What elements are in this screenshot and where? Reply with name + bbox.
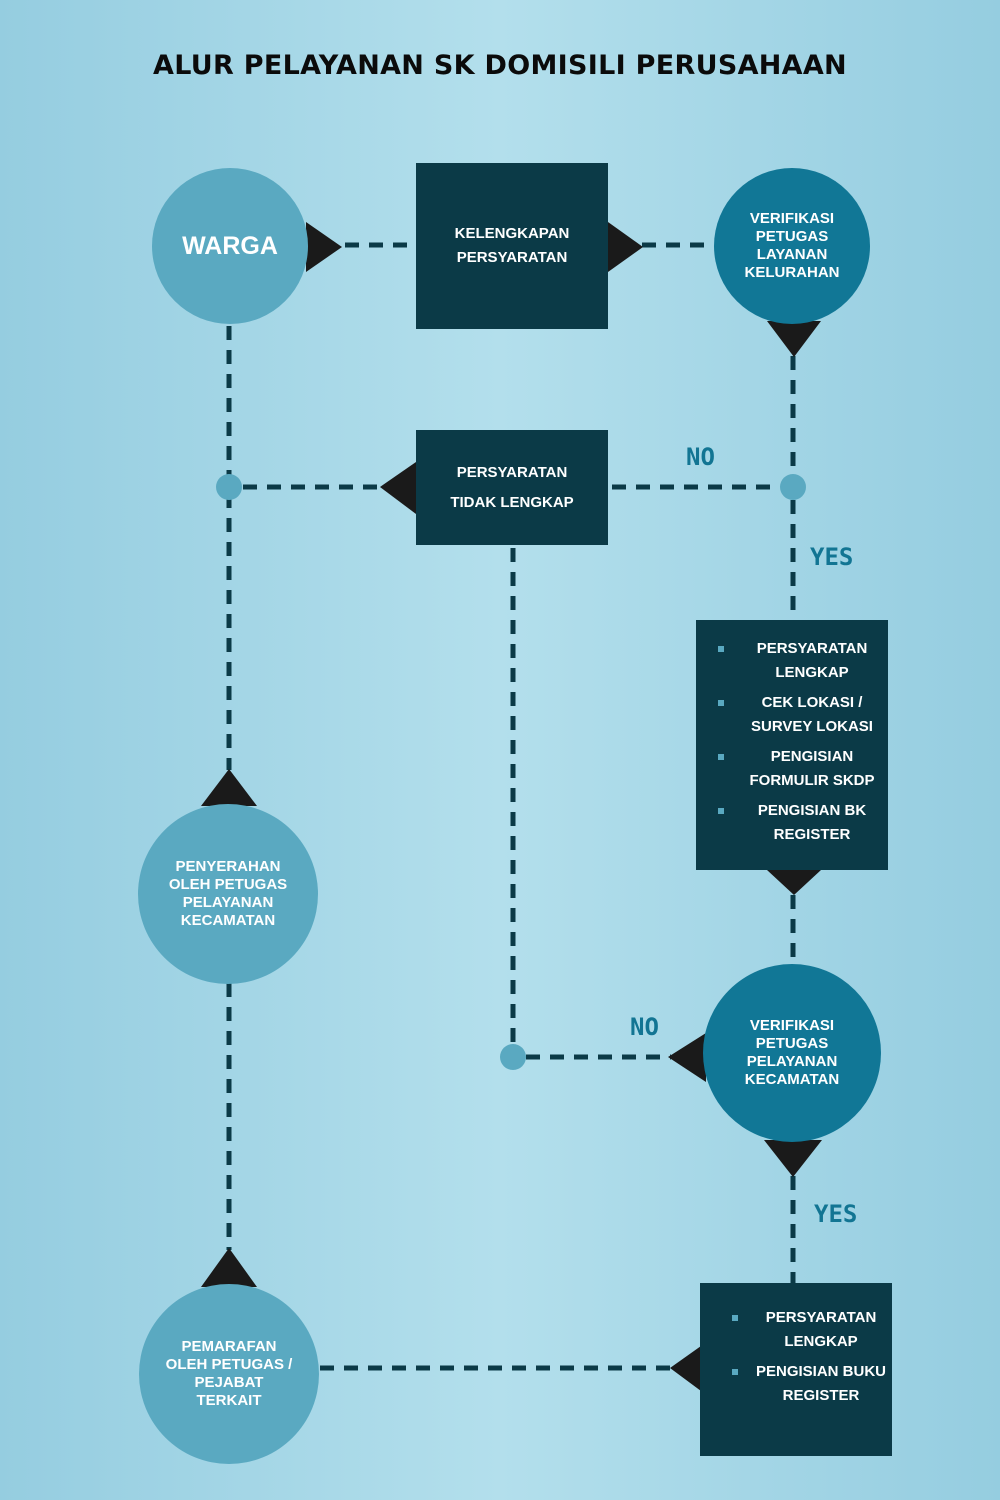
checklist-1-item: PENGISIAN FORMULIR SKDP [696, 745, 886, 793]
warga-node: WARGA [152, 168, 308, 324]
verifikasi-kecamatan-node: VERIFIKASI PETUGAS PELAYANAN KECAMATAN [703, 964, 881, 1142]
penyerahan-node: PENYERAHAN OLEH PETUGAS PELAYANAN KECAMA… [138, 804, 318, 984]
persyaratan-tidak-lengkap-box: PERSYARATAN TIDAK LENGKAP [416, 430, 608, 545]
warga-label: WARGA [182, 231, 278, 260]
junction-dot-1 [216, 474, 242, 500]
checklist-2-item: PENGISIAN BUKU REGISTER [710, 1360, 890, 1408]
pemarafan-node: PEMARAFAN OLEH PETUGAS / PEJABAT TERKAIT [139, 1284, 319, 1464]
kelengkapan-persyaratan-label: KELENGKAPAN PERSYARATAN [454, 225, 570, 266]
checklist-1: PERSYARATAN LENGKAP CEK LOKASI / SURVEY … [696, 637, 886, 853]
label-yes-2: YES [814, 1200, 858, 1228]
checklist-2-box: PERSYARATAN LENGKAP PENGISIAN BUKU REGIS… [700, 1283, 892, 1456]
junction-dot-2 [780, 474, 806, 500]
checklist-1-item: PERSYARATAN LENGKAP [696, 637, 886, 685]
checklist-1-item: PENGISIAN BK REGISTER [696, 799, 886, 847]
verifikasi-kecamatan-label: VERIFIKASI PETUGAS PELAYANAN KECAMATAN [744, 1017, 840, 1088]
arrow-left-3 [670, 1346, 701, 1391]
label-no-2: NO [630, 1013, 659, 1041]
checklist-2: PERSYARATAN LENGKAP PENGISIAN BUKU REGIS… [710, 1306, 890, 1414]
label-no-1: NO [686, 443, 715, 471]
arrow-down-3 [764, 1140, 822, 1177]
checklist-1-item: CEK LOKASI / SURVEY LOKASI [696, 691, 886, 739]
junction-dot-3 [500, 1044, 526, 1070]
kelengkapan-persyaratan-box: KELENGKAPAN PERSYARATAN [416, 163, 608, 329]
arrow-down-2 [767, 870, 821, 895]
verifikasi-kelurahan-node: VERIFIKASI PETUGAS LAYANAN KELURAHAN [714, 168, 870, 324]
page-title: ALUR PELAYANAN SK DOMISILI PERUSAHAAN [153, 50, 847, 81]
checklist-1-box: PERSYARATAN LENGKAP CEK LOKASI / SURVEY … [696, 620, 888, 870]
verifikasi-kelurahan-label: VERIFIKASI PETUGAS LAYANAN KELURAHAN [744, 210, 840, 281]
checklist-2-item: PERSYARATAN LENGKAP [710, 1306, 890, 1354]
arrow-right-1 [306, 222, 342, 272]
arrow-left-1 [380, 462, 416, 514]
arrow-up-1 [201, 769, 257, 806]
label-yes-1: YES [810, 543, 854, 571]
penyerahan-label: PENYERAHAN OLEH PETUGAS PELAYANAN KECAMA… [168, 858, 288, 929]
arrow-right-2 [608, 222, 643, 272]
persyaratan-tidak-lengkap-label: PERSYARATAN TIDAK LENGKAP [450, 463, 574, 511]
arrow-up-2 [201, 1248, 257, 1287]
arrow-down-1 [767, 321, 821, 357]
arrow-left-2 [668, 1033, 706, 1082]
pemarafan-label: PEMARAFAN OLEH PETUGAS / PEJABAT TERKAIT [165, 1338, 293, 1409]
